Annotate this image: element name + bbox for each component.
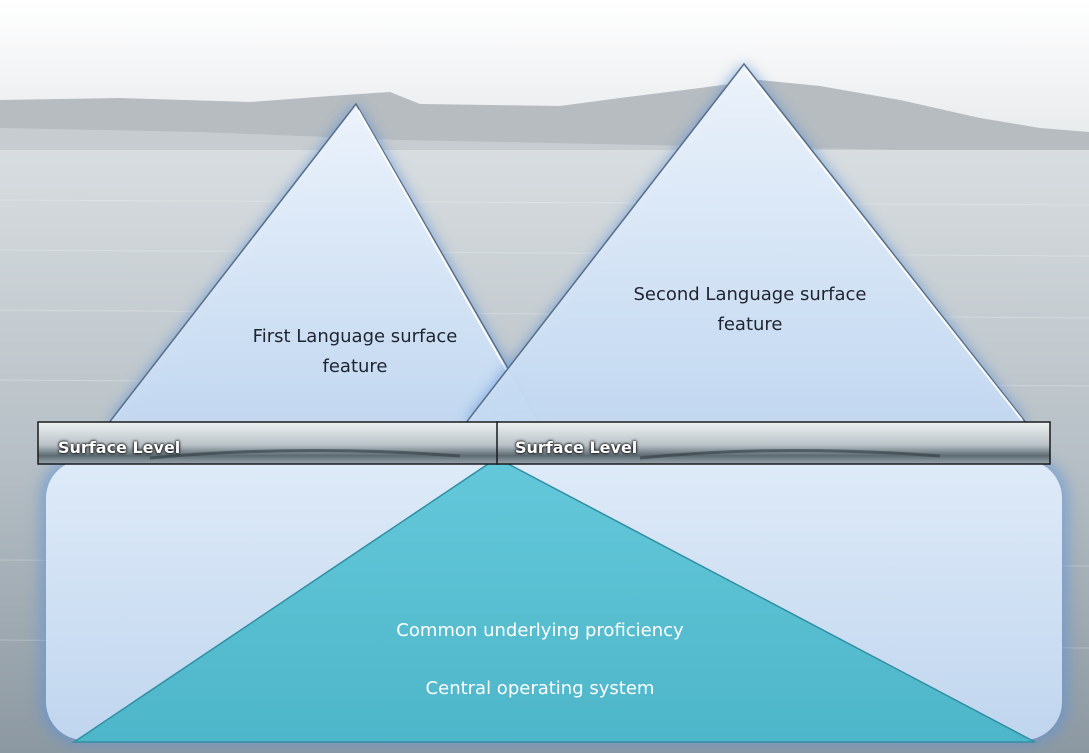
surface-bar-right [496,421,1051,465]
surface-level-label-left: Surface Level [58,438,181,457]
central-operating-system-label: Central operating system [425,678,655,699]
surface-bar-left [37,421,499,465]
second-language-label: Second Language surface feature [633,284,867,335]
surface-level-label-right: Surface Level [515,438,638,457]
common-proficiency-triangle [71,457,1036,743]
surface-level-bars [37,421,1051,465]
common-proficiency-label: Common underlying proficiency [396,620,684,641]
first-language-label: First Language surface feature [252,326,458,377]
